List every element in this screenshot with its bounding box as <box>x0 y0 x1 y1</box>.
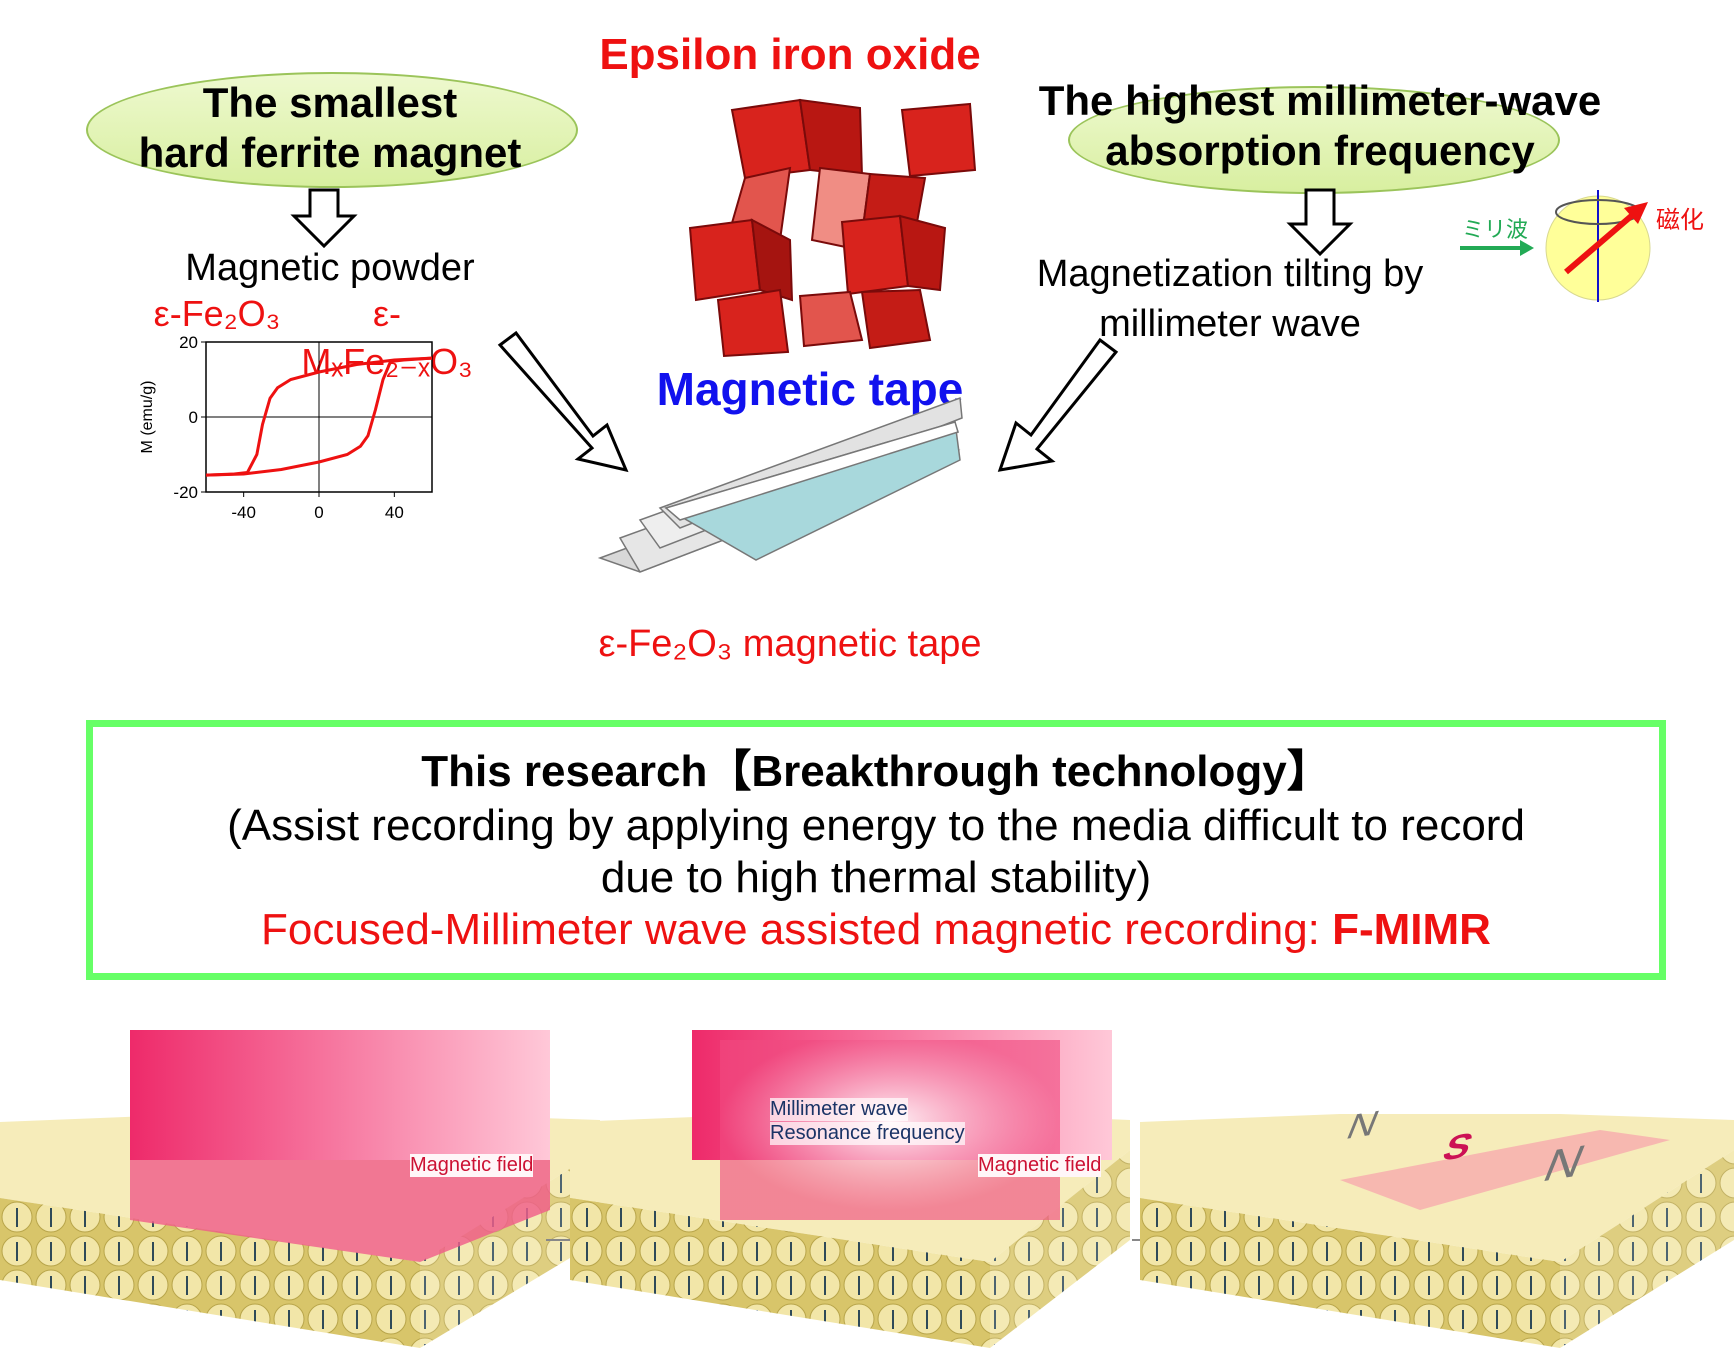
bottom-panels <box>0 1030 1734 1348</box>
left-ellipse-line1: The smallest <box>202 79 458 126</box>
diag-arrow-right <box>997 337 1119 472</box>
x-tick-label-2: 40 <box>385 503 404 522</box>
y-tick-label-0: 20 <box>179 333 198 352</box>
x-tick-label-1: 0 <box>314 503 323 522</box>
hysteresis-chart: -40 0 40 20 0 -20 M (emu/g) <box>139 333 433 522</box>
x-tick-label-0: -40 <box>231 503 256 522</box>
diag-arrow-left <box>497 330 629 473</box>
formula-a: ε-Fe₂O₃ <box>153 293 281 334</box>
research-line4: Focused-Millimeter wave assisted magneti… <box>93 903 1659 957</box>
research-line3: due to high thermal stability) <box>600 853 1152 902</box>
crystal-structure <box>688 98 977 358</box>
magnetic-tape-title: Magnetic tape <box>656 363 964 415</box>
tilt-line2: millimeter wave <box>1099 303 1361 345</box>
magnetization-label: 磁化 <box>1656 206 1704 234</box>
tape-caption: ε-Fe₂O₃ magnetic tape <box>598 623 982 665</box>
hysteresis-branch-2 <box>205 356 433 477</box>
y-tick-label-1: 0 <box>189 408 198 427</box>
epsilon-title: Epsilon iron oxide <box>599 30 981 79</box>
down-arrow-left <box>290 188 358 249</box>
research-fmimr: F-MIMR <box>1332 905 1491 954</box>
panel-2 <box>570 1030 1130 1348</box>
right-ellipse <box>1068 86 1560 194</box>
p1-field-label: Magnetic field <box>410 1154 534 1177</box>
y-axis-label: M (emu/g) <box>139 381 156 454</box>
p2-field-label: Magnetic field <box>978 1154 1102 1177</box>
research-title: This research【Breakthrough technology】 <box>421 747 1331 796</box>
research-box: This research【Breakthrough technology】 (… <box>86 720 1666 980</box>
right-ellipse-line2: absorption frequency <box>1105 127 1535 174</box>
formula-b: ε-MₓFe₂₋ₓO₃ <box>301 293 473 382</box>
research-line4-prefix: Focused-Millimeter wave assisted magneti… <box>261 905 1333 954</box>
magnetic-powder-label: Magnetic powder <box>185 247 475 289</box>
tape-stack <box>597 396 963 573</box>
right-ellipse-line1: The highest millimeter-wave <box>1038 77 1602 124</box>
p2-wave-line1: Millimeter wave <box>770 1098 908 1121</box>
panel-1 <box>0 1030 600 1348</box>
magnetization-sphere <box>1460 190 1651 302</box>
y-tick-label-2: -20 <box>173 483 198 502</box>
top-diagram <box>290 98 1651 573</box>
p2-wave-line2: Resonance frequency <box>770 1122 965 1145</box>
left-ellipse-line2: hard ferrite magnet <box>138 129 522 176</box>
mmwave-label: ミリ波 <box>1462 218 1529 243</box>
left-ellipse <box>86 72 578 188</box>
research-line2: (Assist recording by applying energy to … <box>227 801 1525 850</box>
tilt-line1: Magnetization tilting by <box>1036 253 1424 295</box>
panel-3 <box>1140 1114 1734 1348</box>
down-arrow-right <box>1286 188 1354 257</box>
